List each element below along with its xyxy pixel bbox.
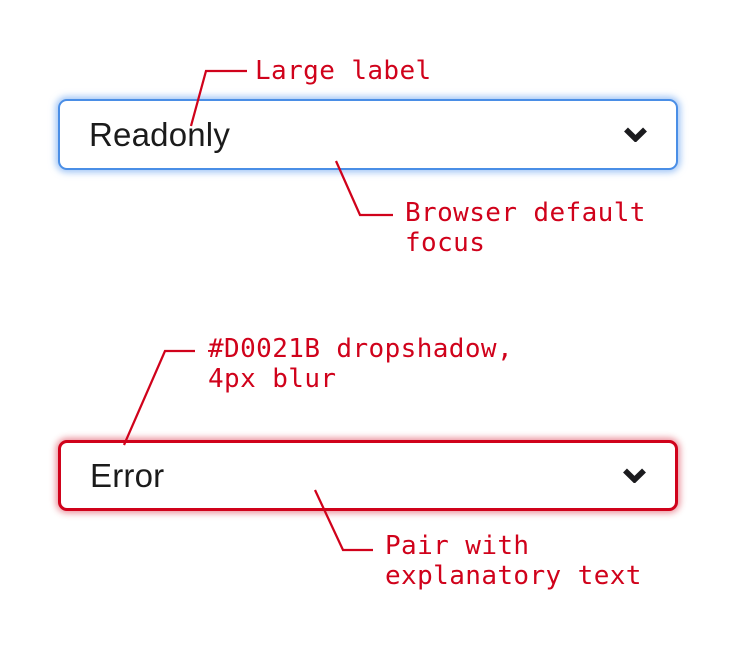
- annotation-line: focus: [405, 228, 486, 258]
- annotation-large-label: Large label: [255, 56, 432, 86]
- annotation-line: 4px blur: [208, 364, 337, 394]
- select-error-value: Error: [90, 456, 165, 494]
- chevron-down-icon: [623, 468, 646, 483]
- annotation-browser-default-focus: Browser default focus: [405, 198, 646, 258]
- chevron-down-icon: [624, 127, 647, 142]
- select-error[interactable]: Error: [58, 440, 678, 511]
- select-readonly-value: Readonly: [89, 115, 231, 153]
- leader-line-dropshadow: [122, 349, 195, 446]
- annotation-dropshadow: #D0021B dropshadow, 4px blur: [208, 334, 513, 394]
- annotation-line: #D0021B dropshadow,: [208, 334, 514, 364]
- annotation-line: explanatory text: [385, 561, 642, 591]
- select-readonly[interactable]: Readonly: [58, 99, 678, 170]
- annotation-line: Pair with: [385, 531, 530, 561]
- annotation-line: Browser default: [405, 198, 646, 228]
- annotation-pair-with: Pair with explanatory text: [385, 531, 642, 591]
- annotation-line: Large label: [255, 56, 432, 86]
